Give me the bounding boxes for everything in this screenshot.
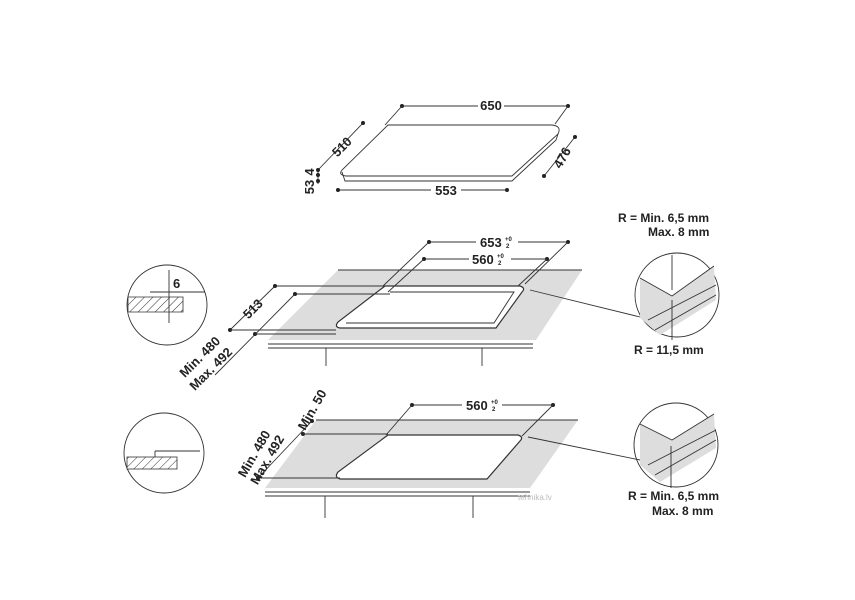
tolerance-top: +0 [491, 400, 499, 406]
glass-thickness-label: 4 [302, 168, 317, 176]
flush-installation-drawing: 653 +0 2 560 +0 2 513 Min. 480 Max. 492 … [126, 211, 720, 393]
corner-radius-min-label: R = Min. 6,5 mm [628, 489, 719, 503]
outer-radius-label: R = 11,5 mm [634, 343, 704, 357]
cutout-width-label: 560 [466, 398, 488, 413]
hob-width-label: 650 [480, 98, 502, 113]
watermark: tehnika.lv [518, 493, 552, 502]
outer-depth-label: 513 [240, 296, 266, 322]
corner-radius-max-label: Max. 8 mm [652, 504, 713, 518]
tolerance-bottom: 2 [506, 244, 510, 250]
corner-radius-min-label: R = Min. 6,5 mm [618, 211, 709, 225]
cutout-width-label: 553 [435, 183, 457, 198]
hob-depth-label: 510 [329, 134, 355, 160]
tolerance-top: +0 [497, 254, 505, 260]
hob-product-drawing: 650 510 4 53 553 476 [302, 98, 577, 198]
detail-depth-label: 6 [173, 276, 180, 291]
standard-installation-drawing: 560 +0 2 Min. 50 Min. 480 Max. 492 R = M… [123, 387, 719, 518]
cutout-depth-label: 476 [550, 145, 574, 171]
outer-width-label: 653 [480, 235, 502, 250]
inner-width-label: 560 [472, 252, 494, 267]
tolerance-bottom: 2 [498, 261, 502, 267]
tolerance-bottom: 2 [492, 407, 496, 413]
corner-radius-max-label: Max. 8 mm [648, 225, 709, 239]
total-height-label: 53 [302, 180, 317, 194]
tolerance-top: +0 [505, 237, 513, 243]
